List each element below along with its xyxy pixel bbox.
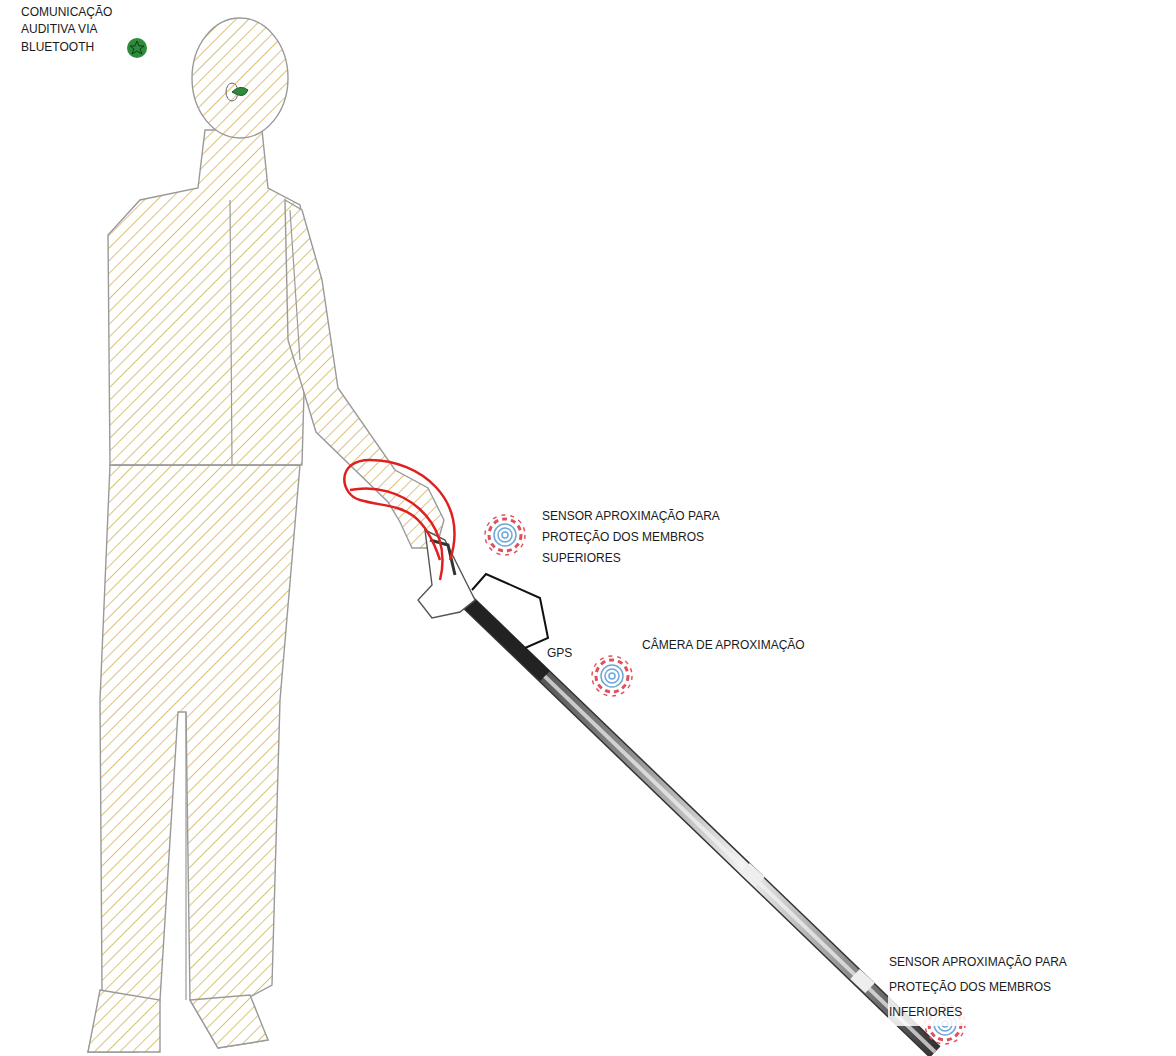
component-label: GPS [546, 646, 573, 662]
feature-label: SENSOR APROXIMAÇÃO PARA PROTEÇÃO DOS MEM… [541, 506, 743, 569]
feature-label: CÂMERA DE APROXIMAÇÃO [641, 638, 806, 654]
wrist-strap [344, 460, 454, 560]
feature-label: SENSOR APROXIMAÇÃO PARA PROTEÇÃO DOS MEM… [888, 950, 1090, 1026]
sensor-icon [485, 515, 525, 555]
bluetooth-icon [127, 38, 147, 58]
feature-label: COMUNICAÇÃO AUDITIVA VIA BLUETOOTH [20, 4, 122, 56]
person-figure [88, 18, 444, 1052]
earpiece [232, 87, 248, 95]
gps-wire [472, 574, 548, 648]
camera-icon [592, 656, 632, 696]
white-cane [418, 530, 935, 1052]
